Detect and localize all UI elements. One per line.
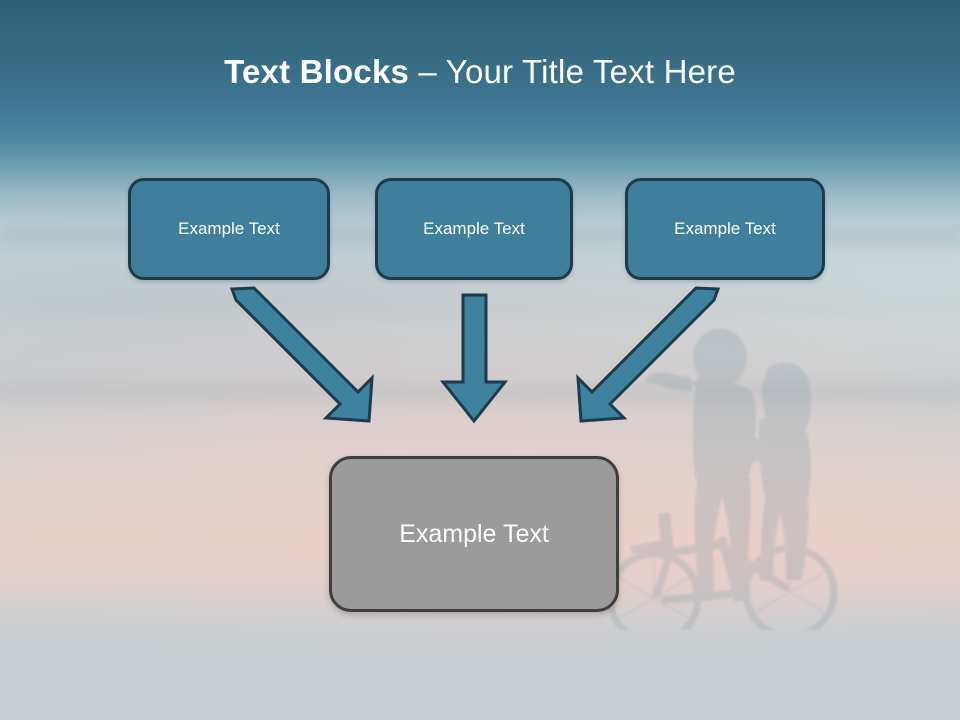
slide-title-rest: Your Title Text Here [445, 53, 736, 90]
summary-box[interactable]: Example Text [329, 456, 619, 612]
slide-title-bold: Text Blocks [224, 53, 410, 90]
text-box-1-label: Example Text [178, 219, 280, 238]
text-box-2[interactable]: Example Text [375, 178, 573, 280]
text-box-2-label: Example Text [423, 219, 525, 238]
cyclists-silhouette-image [600, 300, 960, 630]
summary-box-label: Example Text [399, 519, 549, 548]
slide-title: Text Blocks – Your Title Text Here [0, 50, 960, 94]
text-box-3-label: Example Text [674, 219, 776, 238]
slide-title-separator: – [409, 53, 446, 90]
text-box-3[interactable]: Example Text [625, 178, 825, 280]
text-box-1[interactable]: Example Text [128, 178, 330, 280]
